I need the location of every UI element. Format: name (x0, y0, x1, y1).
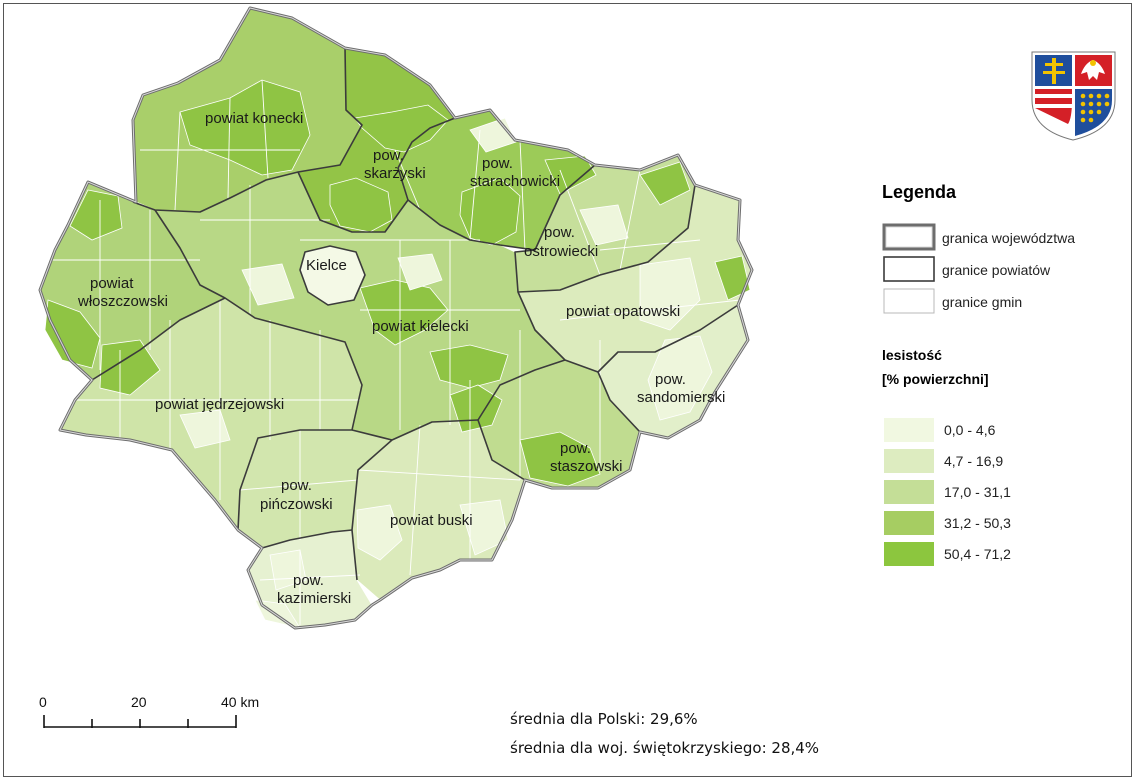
powiat-borders (91, 47, 739, 581)
scale-tick-20: 20 (131, 694, 147, 710)
legend-class-swatch-3 (884, 511, 934, 535)
label-wloszczowski-2: włoszczowski (77, 293, 168, 310)
legend-class-label-3: 31,2 - 50,3 (944, 515, 1011, 531)
legend-label-gmina: granice gmin (942, 294, 1022, 310)
label-jedrzejowski: powiat jędrzejowski (155, 396, 284, 413)
label-kazimierski-2: kazimierski (277, 590, 351, 607)
legend-class-label-0: 0,0 - 4,6 (944, 422, 996, 438)
legend-class-label-4: 50,4 - 71,2 (944, 546, 1011, 562)
label-sandomierski-1: pow. (655, 371, 686, 388)
legend-class-swatch-1 (884, 449, 934, 473)
scale-tick-0: 0 (39, 694, 47, 710)
voivodeship-border-inner (39, 7, 753, 629)
label-ostrowiecki-2: ostrowiecki (524, 243, 598, 260)
label-skarzyski-2: skarżyski (364, 165, 426, 182)
stat-voivodeship: średnia dla woj. świętokrzyskiego: 28,4% (510, 739, 819, 757)
coat-of-arms-icon (1031, 51, 1116, 141)
label-staszowski-2: staszowski (550, 458, 623, 475)
legend-swatch-gmina (883, 288, 935, 314)
label-buski: powiat buski (390, 512, 473, 529)
label-skarzyski-1: pow. (373, 147, 404, 164)
open-land-patches (179, 117, 713, 629)
gmina-borders (50, 79, 741, 625)
stat-poland: średnia dla Polski: 29,6% (510, 710, 698, 728)
legend-classes-title-2: [% powierzchni] (882, 371, 989, 387)
label-starachowicki-1: pow. (482, 155, 513, 172)
legend-class-swatch-4 (884, 542, 934, 566)
legend-swatch-powiat (883, 256, 935, 282)
label-opatowski: powiat opatowski (566, 303, 680, 320)
label-staszowski-1: pow. (560, 440, 591, 457)
legend: Legenda granica województwa granice powi… (882, 182, 1075, 566)
label-ostrowiecki-1: pow. (544, 224, 575, 241)
scale-bar (43, 715, 237, 728)
legend-title: Legenda (882, 182, 957, 202)
label-pinczowski-1: pow. (281, 477, 312, 494)
label-pinczowski-2: pińczowski (260, 496, 333, 513)
legend-class-label-2: 17,0 - 31,1 (944, 484, 1011, 500)
label-wloszczowski-1: powiat (90, 275, 134, 292)
scale-tick-40: 40 km (221, 694, 259, 710)
label-konecki: powiat konecki (205, 110, 303, 127)
forest-patches (44, 79, 751, 487)
label-sandomierski-2: sandomierski (637, 389, 725, 406)
label-kazimierski-1: pow. (293, 572, 324, 589)
label-kielce: Kielce (306, 257, 347, 274)
legend-swatch-voivodeship (882, 223, 936, 251)
label-kielecki: powiat kielecki (372, 318, 469, 335)
legend-class-swatch-0 (884, 418, 934, 442)
legend-class-swatch-2 (884, 480, 934, 504)
legend-label-voivodeship: granica województwa (942, 230, 1075, 246)
legend-classes-title-1: lesistość (882, 347, 942, 363)
legend-label-powiat: granice powiatów (942, 262, 1051, 278)
district-labels: powiat konecki pow. skarżyski pow. stara… (77, 110, 725, 607)
legend-class-label-1: 4,7 - 16,9 (944, 453, 1003, 469)
label-starachowicki-2: starachowicki (470, 173, 560, 190)
legend-classes: 0,0 - 4,6 4,7 - 16,9 17,0 - 31,1 31,2 - 50,… (884, 418, 1011, 566)
